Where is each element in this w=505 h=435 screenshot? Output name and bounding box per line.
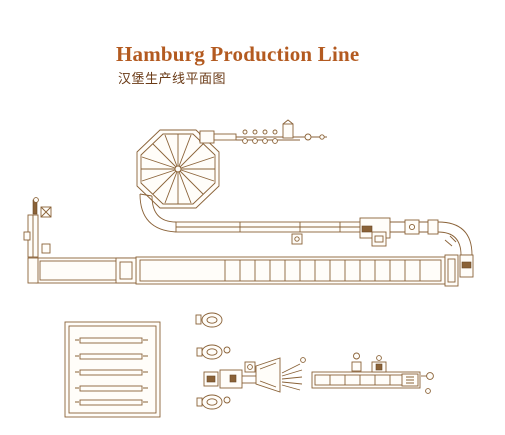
proofer-feed-conveyor	[199, 119, 327, 144]
forming-units	[195, 312, 231, 410]
proofer-outlet-curve	[139, 193, 177, 233]
diagram-title: Hamburg Production Line	[116, 42, 360, 66]
spiral-proofer	[136, 129, 220, 209]
diagram-subtitle: 汉堡生产线平面图	[118, 72, 227, 87]
main-conveyor-oven	[135, 254, 459, 287]
tray-rack	[64, 321, 161, 418]
input-conveyor	[23, 197, 137, 284]
upper-conveyor	[175, 217, 439, 247]
right-return-curve	[437, 221, 474, 278]
assembly-line	[219, 352, 434, 394]
